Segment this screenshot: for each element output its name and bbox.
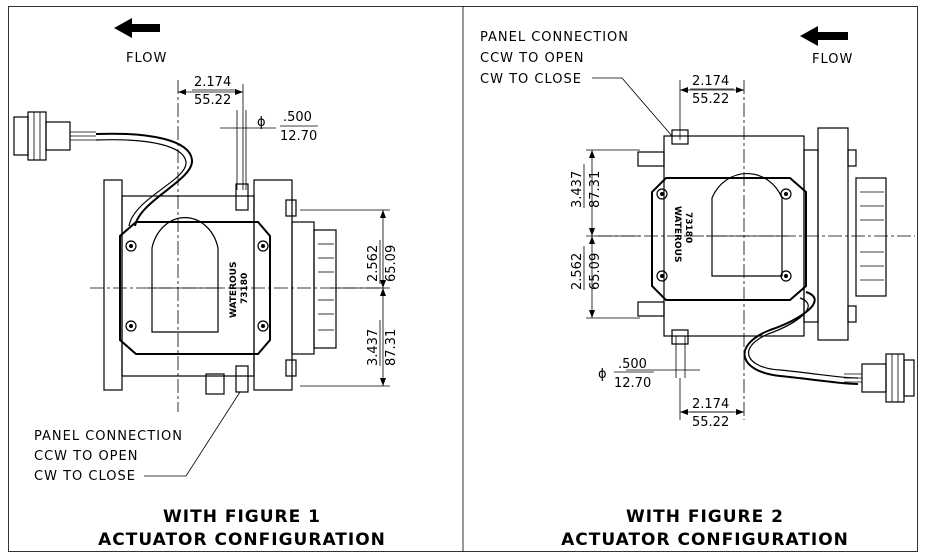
dim-arrow-icon <box>380 288 386 296</box>
dim-width-in: 2.174 <box>194 75 231 90</box>
valve-body <box>103 179 337 395</box>
note-line-2: CCW TO OPEN <box>34 449 138 464</box>
dim-width-bot-mm: 55.22 <box>692 415 729 430</box>
dim-dia-in: .500 <box>618 357 647 372</box>
dim-arrow-icon <box>589 150 595 158</box>
dim-lower-mm: 65.09 <box>588 253 603 290</box>
note-line-1: PANEL CONNECTION <box>480 30 629 45</box>
electrical-connector-icon <box>844 353 915 403</box>
dim-width-bot-in: 2.174 <box>692 397 729 412</box>
actuator-part-no: 73180 <box>683 212 693 243</box>
dim-arrow-icon <box>380 210 386 218</box>
actuator-part-no: 73180 <box>240 273 250 304</box>
dim-dia-symbol: ϕ <box>598 367 607 382</box>
actuator-brand: WATEROUS <box>229 262 239 318</box>
electrical-connector-icon <box>13 111 96 161</box>
dim-arrow-icon <box>178 89 186 95</box>
dim-upper-in: 2.562 <box>366 245 381 282</box>
dim-width-mm: 55.22 <box>194 93 231 108</box>
caption-line-1: WITH FIGURE 1 <box>163 507 321 527</box>
dim-arrow-icon <box>680 87 688 93</box>
dim-width-top-in: 2.174 <box>692 74 729 89</box>
cable <box>743 291 859 385</box>
dim-arrow-icon <box>380 280 386 288</box>
dim-dia-mm: 12.70 <box>280 129 317 144</box>
actuator-brand: WATEROUS <box>672 206 682 262</box>
leader-line <box>144 391 241 477</box>
caption-line-2: ACTUATOR CONFIGURATION <box>561 530 849 550</box>
note-line-2: CCW TO OPEN <box>480 51 584 66</box>
dim-arrow-icon <box>736 409 744 415</box>
dim-arrow-icon <box>589 310 595 318</box>
dim-arrow-icon <box>235 89 243 95</box>
actuator-plate: WATEROUS 73180 <box>119 217 271 355</box>
panel-figure-2: PANEL CONNECTION CCW TO OPEN CW TO CLOSE… <box>480 26 915 550</box>
dim-arrow-icon <box>680 409 688 415</box>
cable <box>95 132 194 227</box>
flow-arrow-left-icon <box>114 18 160 38</box>
note-line-3: CW TO CLOSE <box>480 72 582 87</box>
caption-line-1: WITH FIGURE 2 <box>626 507 784 527</box>
leader-line <box>592 77 673 137</box>
dim-lower-in: 3.437 <box>366 329 381 366</box>
dim-arrow-icon <box>589 236 595 244</box>
valve-body <box>637 127 887 345</box>
cable <box>748 297 859 379</box>
flow-arrow-left-icon <box>800 26 848 46</box>
dim-arrow-icon <box>736 87 744 93</box>
dim-dia-mm: 12.70 <box>614 376 651 391</box>
flow-label: FLOW <box>126 51 167 66</box>
dim-upper-mm: 65.09 <box>384 245 399 282</box>
actuator-plate: WATEROUS 73180 <box>651 172 807 301</box>
dim-upper-in: 3.437 <box>570 171 585 208</box>
dim-width-top-mm: 55.22 <box>692 92 729 107</box>
dim-arrow-icon <box>589 228 595 236</box>
dim-dia-symbol: ϕ <box>257 115 266 130</box>
note-line-3: CW TO CLOSE <box>34 469 136 484</box>
cable <box>95 139 187 227</box>
note-line-1: PANEL CONNECTION <box>34 429 183 444</box>
caption-line-2: ACTUATOR CONFIGURATION <box>98 530 386 550</box>
dim-lower-mm: 87.31 <box>384 329 399 366</box>
dim-lower-in: 2.562 <box>570 253 585 290</box>
dim-dia-in: .500 <box>283 110 312 125</box>
dim-upper-mm: 87.31 <box>588 171 603 208</box>
panel-figure-1: FLOW 2.174 55.22 ϕ .500 12.70 2.562 65.0… <box>13 18 399 550</box>
flow-label: FLOW <box>812 52 853 67</box>
dim-arrow-icon <box>380 378 386 386</box>
